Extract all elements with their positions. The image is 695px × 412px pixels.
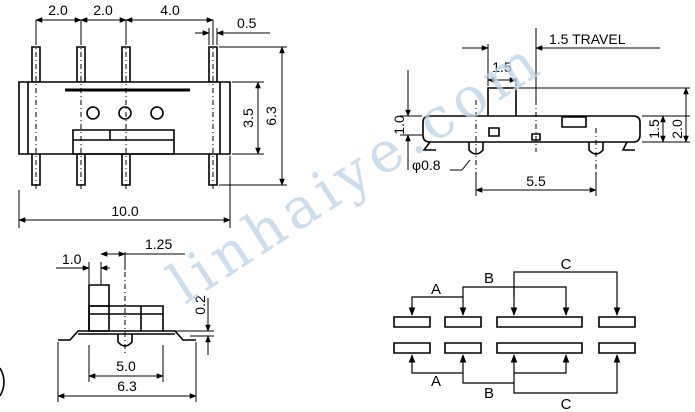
dim-knob-width: 1.5 [492, 59, 512, 75]
bottom-contact-4 [599, 343, 635, 353]
bottom-pin-2 [77, 150, 85, 185]
dim-pin-span: 6.3 [263, 106, 279, 126]
schematic-label-c-bottom: C [561, 396, 572, 412]
dim-pitch-c: 4.0 [160, 2, 180, 18]
dim-total-height: 2.0 [669, 119, 685, 139]
dim-standoff: 0.2 [192, 295, 208, 315]
bottom-contact-2 [445, 343, 481, 353]
dim-row-spacing: 3.5 [240, 108, 256, 128]
dim-body-width: 5.0 [116, 358, 136, 374]
bottom-pin-1 [32, 150, 40, 185]
dim-knob-a: 1.0 [62, 251, 82, 267]
slider-knob-top [73, 130, 174, 154]
contact-hole-2 [119, 107, 131, 119]
schematic-label-a-bottom: A [431, 373, 441, 390]
bottom-pin-3 [122, 150, 130, 185]
dim-pitch-b: 2.0 [93, 2, 113, 18]
dim-post-spacing: 5.5 [526, 173, 546, 189]
schematic-label-b-bottom: B [484, 385, 494, 402]
end-lead-left [58, 331, 89, 340]
contact-schematic [394, 317, 635, 353]
schematic-label-a-top: A [431, 281, 441, 298]
dim-post-diameter: φ0.8 [412, 157, 441, 173]
dim-body-height: 1.0 [391, 115, 407, 135]
bottom-contact-1 [394, 343, 430, 353]
schematic-label-c-top: C [561, 256, 572, 273]
dim-overall-width: 6.3 [117, 378, 137, 394]
contact-hole-3 [151, 107, 163, 119]
bottom-contact-3 [497, 343, 582, 353]
dim-body-length: 10.0 [111, 203, 138, 219]
end-body [89, 306, 163, 331]
top-view [19, 47, 230, 185]
top-contact-2 [445, 317, 481, 327]
dim-knob-height: 1.5 [646, 119, 662, 139]
dim-travel: 1.5 TRAVEL [549, 31, 626, 47]
dim-pin-width: 0.5 [237, 15, 257, 31]
side-post-left [469, 142, 483, 154]
top-contact-4 [599, 317, 635, 327]
switch-body-top [19, 82, 230, 154]
end-knob [89, 285, 109, 331]
bottom-pin-4 [209, 150, 217, 185]
end-view [58, 285, 196, 346]
schematic-label-b-top: B [484, 270, 494, 287]
side-view [423, 88, 640, 154]
top-contact-1 [394, 317, 430, 327]
contact-hole-1 [87, 107, 99, 119]
edge-circle-fragment [0, 368, 4, 396]
dim-pitch-a: 2.0 [48, 2, 68, 18]
dim-knob-b: 1.25 [145, 236, 172, 252]
top-contact-3 [497, 317, 582, 327]
